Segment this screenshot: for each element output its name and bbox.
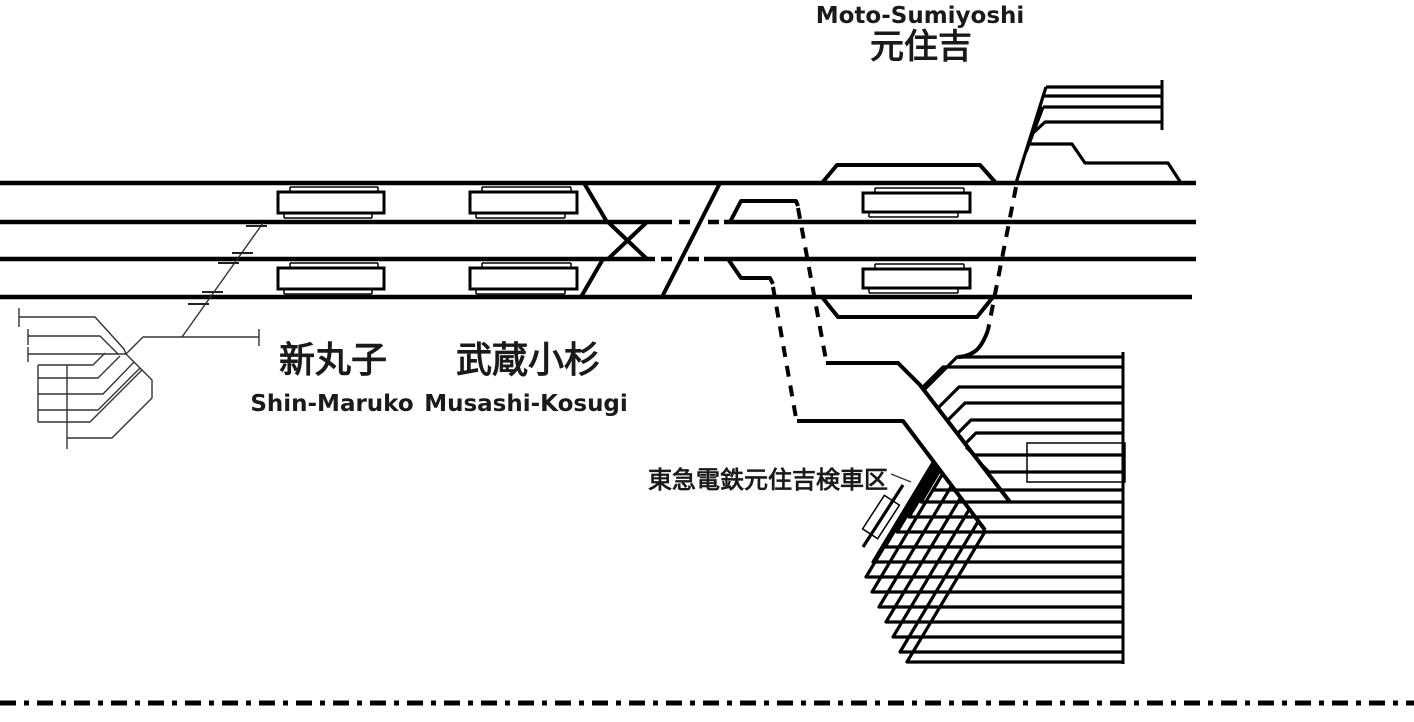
moto-sumiyoshi-platform-up [861,187,972,218]
crossovers [579,181,722,299]
shin-maruko-name-en: Shin-Maruko [250,391,413,417]
ramp-dashed-c [986,186,1018,331]
washer-track [861,484,905,548]
musashi-kosugi-name-ja: 武蔵小杉 [456,340,600,381]
depot-label: 東急電鉄元住吉検車区 [648,466,888,494]
musashi-kosugi-platform-up [468,186,579,219]
siding-lead-east [125,336,259,355]
platforms [276,186,972,295]
fan-track-8 [870,472,1123,594]
depot-track-u4 [946,401,1123,422]
top-passing-loop [820,163,998,185]
fan-track-11 [891,507,1123,639]
main-tracks [0,180,1196,300]
crossover-t1-t2 [582,181,609,224]
curve-into-throat [957,329,990,359]
fan-track-13 [905,529,1123,664]
fan-track-12 [898,519,1123,654]
musashi-kosugi-name-en: Musashi-Kosugi [424,391,628,417]
depot-track-u6 [964,431,1123,445]
west-sidings [18,222,267,449]
ramp-dashed-a [796,207,828,361]
musashi-kosugi-platform-down [468,262,579,295]
depot-washer [861,473,912,548]
crossover-t4-t3 [579,257,605,299]
siding-1 [19,316,127,355]
moto-sumiyoshi-platform-down [861,263,972,294]
station-labels: Moto-Sumiyoshi 元住吉 新丸子 Shin-Maruko 武蔵小杉 … [250,3,1024,494]
moto-sumiyoshi-name-en: Moto-Sumiyoshi [816,3,1025,29]
washer-tick [890,473,912,483]
siding-2 [28,335,119,355]
depot-track-u5 [956,418,1123,435]
inspection-shed [1026,442,1126,483]
washer-building [861,494,901,540]
branch-from-track2 [728,199,800,223]
yard-row-5 [38,369,143,423]
yard-row-3 [38,361,135,395]
shin-maruko-platform-up [276,186,386,219]
fan-track-9 [877,484,1123,609]
crossing-diagonal [181,222,264,338]
depot-track-u2 [920,365,1123,390]
branch-from-track3 [726,257,775,285]
shin-maruko-name-ja: 新丸子 [279,340,387,381]
fan-track-7 [864,461,1123,579]
yard-row-2 [38,355,121,379]
yard-bypass [1028,142,1183,184]
moto-sumiyoshi-name-ja: 元住吉 [870,27,972,67]
depot-track-u3 [936,385,1123,410]
fan-track-4 [895,464,1123,534]
throat-upper-lead [826,361,1012,504]
depot-lower-fan [864,352,1125,664]
throat-lower-lead [797,419,987,532]
fan-track-3 [907,466,1123,519]
yard-track-4 [1030,120,1162,136]
yard-row-1 [38,352,106,366]
yard-envelope [67,353,153,439]
yard-row-4 [38,367,141,411]
depot-upper-bundle [920,355,1126,483]
depot-track-u1 [922,355,1123,392]
shed-track-1 [964,445,1123,457]
moto-sumiyoshi-loops [820,163,998,319]
ramp-dashed-b [771,286,798,419]
north-stub-yard [1014,80,1183,184]
crossing-ticks [188,225,267,305]
shed-track-2 [977,460,1123,474]
flyover-diagonal [660,182,722,298]
scissors-leg-b [606,220,649,261]
fan-track-2 [919,469,1123,504]
fan-track-10 [884,496,1123,624]
bottom-passing-loop [820,295,995,319]
shin-maruko-platform-down [276,262,386,295]
